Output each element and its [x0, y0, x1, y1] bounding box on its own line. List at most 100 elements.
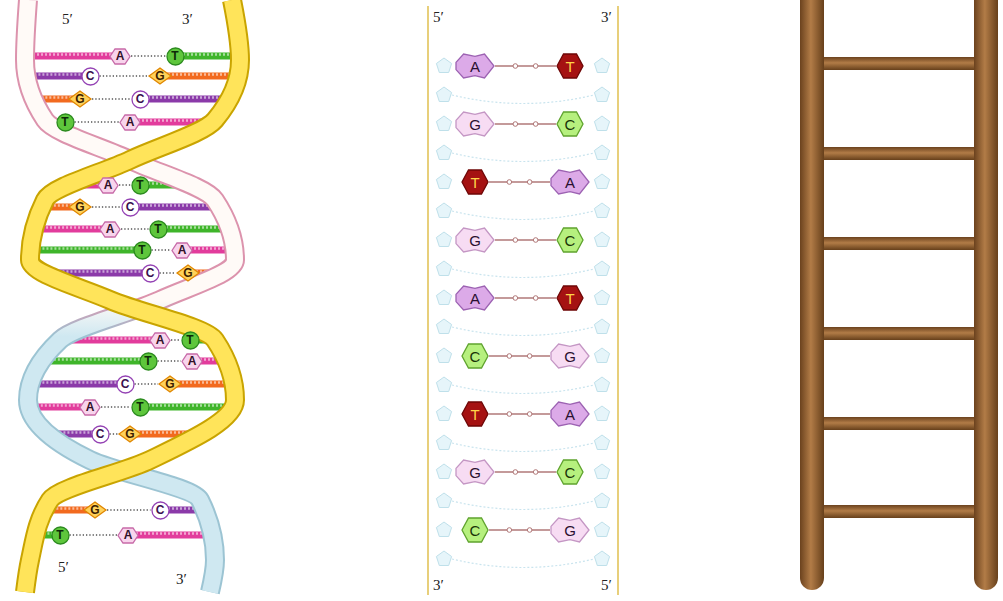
base-node: C	[131, 90, 150, 109]
phosphate-arc	[452, 443, 594, 452]
hydrogen-bond	[107, 509, 151, 510]
base-letter: A	[156, 334, 165, 346]
base-letter: C	[126, 201, 135, 213]
base-outline	[456, 112, 494, 136]
sugar-pentagon	[436, 406, 451, 421]
sugar-pentagon	[436, 493, 451, 508]
base-letter: G	[183, 267, 192, 279]
base-node: A	[455, 53, 495, 79]
sugar-group	[436, 58, 609, 568]
base-outline	[557, 54, 583, 78]
base-bar	[30, 381, 125, 388]
base-outline	[119, 426, 141, 442]
base-outline	[110, 49, 130, 64]
phosphate-arc	[452, 269, 594, 278]
base-bar-pattern	[30, 381, 125, 384]
base-bar	[25, 53, 120, 60]
base-outline	[120, 115, 140, 130]
base-node: T	[556, 285, 584, 311]
sugar-pentagon	[436, 522, 451, 537]
ladder-rung	[816, 327, 982, 340]
sugar-pentagon	[594, 435, 609, 450]
base-node: G	[550, 517, 590, 543]
ladder	[800, 0, 998, 590]
base-letter: T	[61, 116, 68, 128]
base-outline	[462, 170, 488, 194]
base-node: A	[149, 332, 171, 349]
base-letter: C	[121, 378, 130, 390]
ladder-rung	[816, 505, 982, 518]
phosphate-arc	[452, 327, 594, 336]
base-letter: G	[75, 93, 84, 105]
sugar-pentagon	[436, 319, 451, 334]
sugar-pentagon	[594, 174, 609, 189]
base-outline	[456, 54, 494, 78]
base-bar-pattern	[42, 358, 148, 361]
sugar-pentagon	[594, 232, 609, 247]
base-letter: G	[469, 117, 481, 132]
base-outline	[456, 228, 494, 252]
ladder-rail	[974, 0, 998, 590]
flat-ladder-backbone	[428, 6, 618, 595]
hydrogen-bond	[495, 239, 556, 240]
sugar-pentagon	[436, 377, 451, 392]
base-outline	[551, 344, 589, 368]
base-node: C	[461, 517, 489, 543]
hydrogen-bond	[119, 184, 131, 185]
base-node: T	[556, 53, 584, 79]
base-outline	[172, 243, 192, 258]
sugar-pentagon	[436, 174, 451, 189]
base-letter: T	[144, 355, 151, 367]
base-outline	[140, 353, 157, 370]
base-letter: C	[470, 523, 481, 538]
base-outline	[80, 400, 100, 415]
hydrogen-bond	[495, 65, 556, 66]
base-letter: A	[188, 355, 197, 367]
base-node: T	[56, 113, 75, 132]
base-node: G	[455, 459, 495, 485]
base-outline	[456, 286, 494, 310]
phosphate-arc	[452, 501, 594, 510]
base-node: G	[455, 111, 495, 137]
ladder-rung	[816, 57, 982, 70]
sugar-pentagon	[436, 290, 451, 305]
base-outline	[100, 222, 120, 237]
hydrogen-bond	[152, 249, 172, 250]
hydrogen-bond	[92, 98, 131, 99]
base-node: G	[118, 425, 142, 443]
hydrogen-bond	[121, 228, 149, 229]
base-letter: C	[96, 428, 105, 440]
phosphate-arc	[452, 385, 594, 394]
base-outline	[134, 242, 151, 259]
base-letter: G	[125, 428, 134, 440]
sugar-pentagon	[436, 87, 451, 102]
base-node: T	[51, 526, 70, 545]
base-outline	[177, 265, 199, 281]
base-letter: C	[470, 349, 481, 364]
strand-end-label: 5′	[58, 560, 69, 575]
base-node: C	[556, 111, 584, 137]
base-outline	[551, 402, 589, 426]
hydrogen-bond	[75, 121, 120, 122]
hydrogen-bond	[135, 383, 159, 384]
strand-end-label: 3′	[176, 572, 187, 587]
sugar-pentagon	[594, 116, 609, 131]
sugar-pentagon	[594, 261, 609, 276]
base-bar-pattern	[130, 204, 219, 207]
base-letter: A	[470, 291, 480, 306]
phosphate-arc	[452, 95, 594, 104]
base-bar-pattern	[140, 96, 230, 99]
backbone-ribbons	[25, 0, 240, 592]
hydrogen-bond	[158, 360, 182, 361]
sugar-pentagon	[594, 319, 609, 334]
phosphate-arc	[452, 559, 594, 568]
base-node: G	[68, 90, 92, 108]
base-outline	[122, 199, 139, 216]
base-bar-pattern	[140, 404, 233, 407]
base-letter: T	[136, 179, 143, 191]
base-bar	[140, 96, 230, 103]
hydrogen-bond	[495, 123, 556, 124]
base-node: A	[455, 285, 495, 311]
base-node: T	[149, 220, 168, 239]
sugar-pentagon	[594, 406, 609, 421]
